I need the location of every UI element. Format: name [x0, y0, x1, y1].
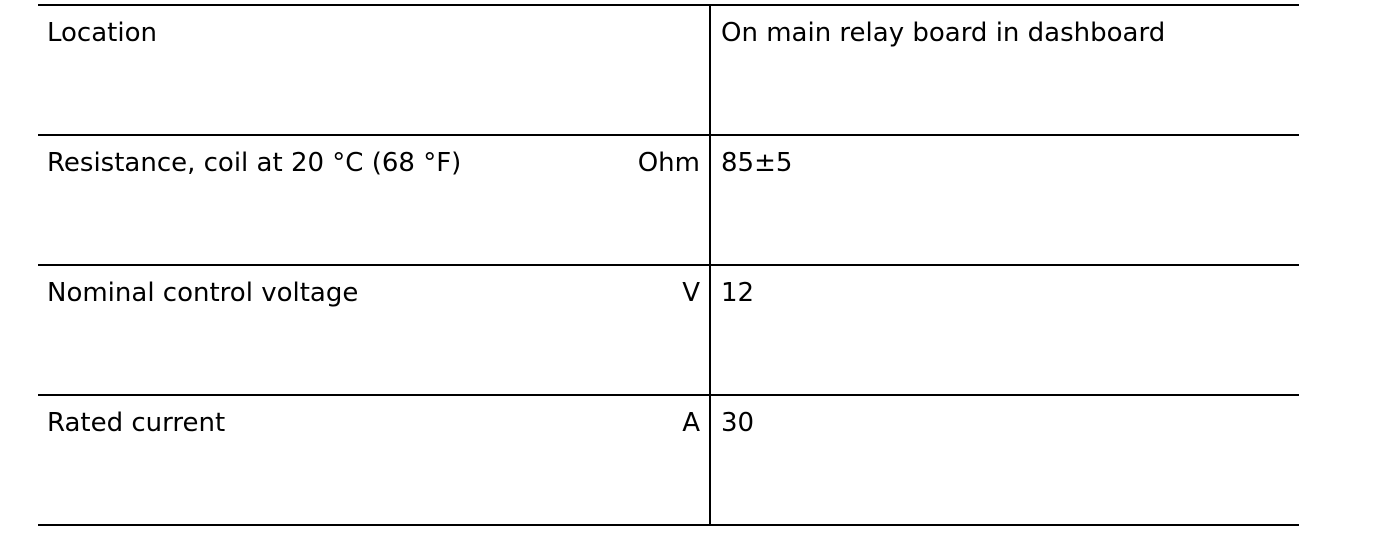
- unit-label: A: [682, 408, 700, 438]
- table-row: Location On main relay board in dashboar…: [38, 4, 1299, 136]
- table-row: Resistance, coil at 20 °C (68 °F) Ohm 85…: [38, 134, 1299, 266]
- value-text: 85±5: [721, 148, 793, 178]
- parameter-label: Rated current: [47, 408, 226, 438]
- unit-label: V: [682, 278, 700, 308]
- value-cell: 12: [710, 264, 1299, 396]
- table-row: Nominal control voltage V 12: [38, 264, 1299, 396]
- unit-label: Ohm: [637, 148, 700, 178]
- value-cell: 30: [710, 394, 1299, 526]
- parameter-label: Location: [47, 18, 157, 48]
- parameter-cell: Nominal control voltage V: [38, 264, 711, 396]
- table-row: Rated current A 30: [38, 394, 1299, 526]
- parameter-label: Nominal control voltage: [47, 278, 359, 308]
- parameter-cell: Location: [38, 4, 711, 136]
- parameter-label: Resistance, coil at 20 °C (68 °F): [47, 148, 462, 178]
- value-text: 30: [721, 408, 755, 438]
- relay-spec-table: Location On main relay board in dashboar…: [38, 4, 1299, 526]
- parameter-cell: Resistance, coil at 20 °C (68 °F) Ohm: [38, 134, 711, 266]
- value-cell: On main relay board in dashboard: [710, 4, 1299, 136]
- parameter-cell: Rated current A: [38, 394, 711, 526]
- value-text: On main relay board in dashboard: [721, 18, 1166, 48]
- value-cell: 85±5: [710, 134, 1299, 266]
- value-text: 12: [721, 278, 755, 308]
